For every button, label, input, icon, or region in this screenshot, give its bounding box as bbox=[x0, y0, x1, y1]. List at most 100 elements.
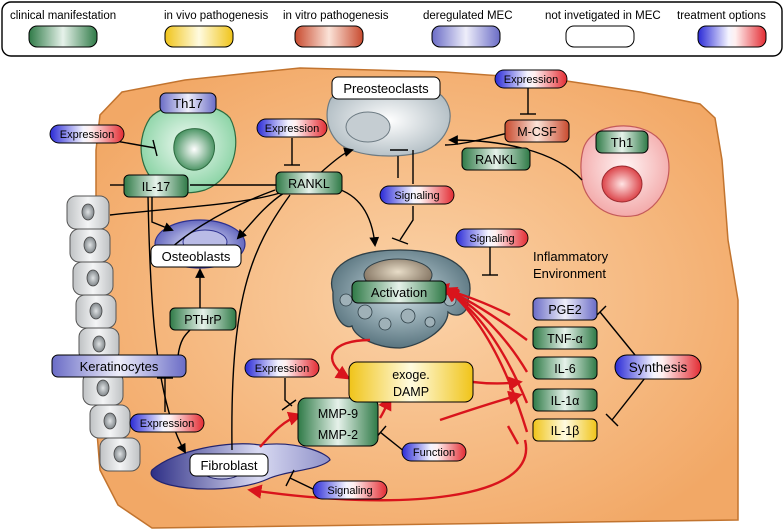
osteoblasts-label-box: Osteoblasts bbox=[150, 244, 242, 268]
inhibit-bar-il1 bbox=[605, 413, 619, 427]
legend-label-deregulated: deregulated MEC bbox=[423, 10, 513, 22]
keratinocyte-cell bbox=[89, 404, 131, 439]
treatment-signaling-activation-label: Signaling bbox=[469, 233, 514, 245]
legend: clinical manifestation in vivo pathogene… bbox=[1, 1, 783, 57]
arrow-il1b-activation bbox=[444, 287, 529, 433]
legend-swatch-in-vitro bbox=[294, 25, 364, 48]
th17-cell bbox=[140, 103, 237, 194]
il1b-label: IL-1β bbox=[551, 424, 580, 438]
environment-line1: Inflammatory bbox=[533, 249, 609, 264]
legend-item-in-vivo: in vivo pathogenesis bbox=[164, 10, 268, 48]
mmp2-label: MMP-2 bbox=[318, 428, 358, 442]
treatment-expression-th17: Expression bbox=[49, 124, 125, 144]
treatment-signaling-activation: Signaling bbox=[455, 228, 529, 248]
damp-label-line2: DAMP bbox=[393, 385, 429, 399]
keratinocytes-label-box: Keratinocytes bbox=[51, 354, 187, 378]
il1a-label: IL-1α bbox=[551, 394, 580, 408]
preosteoclasts-label-box: Preosteoclasts bbox=[331, 76, 441, 100]
il17-label: IL-17 bbox=[142, 180, 171, 194]
rankl-center-node: RANKL bbox=[275, 171, 343, 195]
cell-labels: Th17 Th1 Preosteoclasts Osteoblasts Acti… bbox=[51, 76, 649, 477]
treatment-function-mmp-label: Function bbox=[413, 447, 455, 459]
keratinocyte-cell bbox=[72, 261, 114, 296]
legend-label-in-vitro: in vitro pathogenesis bbox=[283, 10, 389, 22]
pge2-label: PGE2 bbox=[548, 303, 581, 317]
keratinocyte-cell bbox=[69, 228, 111, 263]
link-synthesis-il1 bbox=[611, 377, 646, 421]
red-arrows bbox=[247, 283, 529, 502]
legend-label-not-investigated: not invetigated in MEC bbox=[545, 10, 661, 22]
inflammatory-environment-label: Inflammatory Environment bbox=[533, 249, 609, 281]
link-mcsf-preosteoclasts bbox=[444, 131, 513, 146]
rankl-right-label: RANKL bbox=[475, 153, 517, 167]
keratinocyte-layer bbox=[66, 195, 141, 472]
treatment-synthesis-label: Synthesis bbox=[629, 360, 688, 375]
link-function-mmp bbox=[379, 431, 406, 453]
legend-swatch-not-investigated bbox=[565, 25, 635, 48]
activation-label-box: Activation bbox=[351, 280, 447, 304]
treatment-expression-mcsf: Expression bbox=[494, 69, 568, 89]
mcsf-node: M-CSF bbox=[504, 119, 570, 143]
legend-swatch-deregulated bbox=[431, 25, 501, 48]
inhibit-bar-mmp bbox=[281, 399, 297, 411]
inhibit-bar-th17 bbox=[152, 139, 158, 157]
treatment-signaling-preosteoclasts: Signaling bbox=[379, 185, 455, 205]
arrow-activation-damp bbox=[330, 338, 371, 380]
th1-label: Th1 bbox=[611, 135, 633, 150]
treatment-expression-th17-label: Expression bbox=[60, 129, 114, 141]
pthrp-node: PTHrP bbox=[169, 307, 237, 331]
tnf-node: TNF-α bbox=[532, 326, 598, 350]
treatment-expression-mcsf-label: Expression bbox=[504, 74, 558, 86]
tnf-label: TNF-α bbox=[547, 332, 583, 346]
osteoblasts-label: Osteoblasts bbox=[162, 249, 231, 264]
pge2-node: PGE2 bbox=[532, 297, 598, 321]
keratinocyte-cell bbox=[75, 294, 117, 329]
th17-label-box: Th17 bbox=[159, 92, 217, 114]
legend-label-treatment: treatment options bbox=[677, 10, 766, 22]
treatment-signaling-preosteoclasts-label: Signaling bbox=[394, 190, 439, 202]
link-keratinocyte-rankl bbox=[109, 192, 281, 216]
link-il17-osteoblasts bbox=[151, 196, 174, 232]
arrow-mmp-inflammation bbox=[439, 390, 523, 422]
legend-item-in-vitro: in vitro pathogenesis bbox=[283, 10, 389, 48]
il6-label: IL-6 bbox=[554, 362, 576, 376]
mmp-node: MMP-9 MMP-2 bbox=[297, 397, 379, 447]
preosteoclast-cell bbox=[326, 83, 451, 157]
activation-label: Activation bbox=[371, 285, 427, 300]
fibroblast-label: Fibroblast bbox=[200, 458, 257, 473]
il17-node: IL-17 bbox=[123, 174, 189, 198]
pthrp-label: PTHrP bbox=[184, 313, 222, 327]
mmp9-label: MMP-9 bbox=[318, 407, 358, 421]
arrow-inflammation-fibroblast bbox=[247, 439, 528, 502]
treatment-expression-mmp-label: Expression bbox=[255, 363, 309, 375]
treatment-synthesis: Synthesis bbox=[614, 354, 702, 380]
legend-item-clinical: clinical manifestation bbox=[10, 10, 116, 48]
il1a-node: IL-1α bbox=[532, 388, 598, 412]
treatment-expression-keratinocytes-label: Expression bbox=[140, 418, 194, 430]
environment-line2: Environment bbox=[533, 266, 606, 281]
link-keratinocytes-pthrp bbox=[177, 329, 191, 357]
link-rankl-osteoblasts bbox=[236, 192, 285, 240]
treatment-expression-keratinocytes: Expression bbox=[129, 413, 205, 433]
il1b-node: IL-1β bbox=[532, 418, 598, 442]
legend-label-clinical: clinical manifestation bbox=[10, 10, 116, 22]
legend-label-in-vivo: in vivo pathogenesis bbox=[164, 10, 268, 22]
damp-node: exoge. DAMP bbox=[348, 361, 474, 403]
legend-swatch-clinical bbox=[28, 25, 98, 48]
arrow-fibroblast-mmp bbox=[259, 411, 303, 448]
keratinocytes-label: Keratinocytes bbox=[80, 359, 159, 374]
arrow-damp-inflammation bbox=[472, 376, 523, 391]
legend-swatch-in-vivo bbox=[164, 25, 234, 48]
treatment-expression-mmp: Expression bbox=[244, 358, 320, 378]
mcsf-label: M-CSF bbox=[517, 125, 557, 139]
treatment-expression-rankl: Expression bbox=[256, 118, 328, 138]
il6-node: IL-6 bbox=[532, 356, 598, 380]
keratinocyte-cell bbox=[66, 195, 110, 230]
th17-label: Th17 bbox=[173, 96, 203, 111]
link-synthesis-pge2 bbox=[599, 311, 636, 356]
link-rankl-fibroblast bbox=[231, 194, 291, 451]
legend-item-not-investigated: not invetigated in MEC bbox=[545, 10, 661, 48]
preosteoclasts-label: Preosteoclasts bbox=[343, 81, 429, 96]
legend-frame bbox=[1, 1, 783, 57]
treatment-function-mmp: Function bbox=[401, 442, 467, 462]
